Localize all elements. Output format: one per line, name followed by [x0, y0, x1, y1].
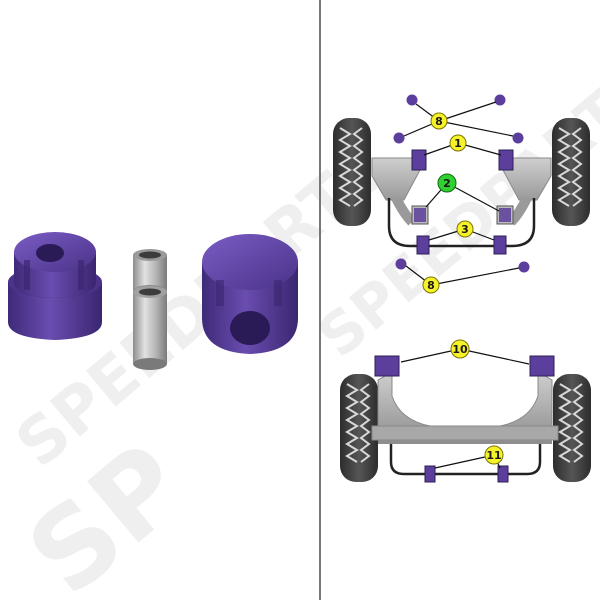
svg-text:8: 8 [427, 279, 435, 292]
rear-left-tire [340, 374, 378, 482]
svg-text:3: 3 [461, 223, 469, 236]
top-mount-bush-3 [393, 132, 405, 144]
arb-bush-right [493, 235, 507, 255]
drop-link-bush-2 [518, 261, 530, 273]
rear-right-tire [553, 374, 591, 482]
rear-leader-lines [400, 348, 530, 469]
top-mount-bush-4 [512, 132, 524, 144]
wishbone-front-bush-left [411, 149, 427, 171]
barrel-bushing [202, 234, 298, 354]
svg-text:2: 2 [443, 177, 451, 190]
callout-2: 2 [437, 173, 457, 193]
rear-axle-diagram: 10 11 [340, 339, 591, 483]
metal-sleeve-lower [133, 286, 167, 370]
callout-10: 10 [450, 339, 470, 359]
callout-3: 3 [456, 220, 474, 238]
top-mount-bush-1 [406, 94, 418, 106]
arb-bush-left [416, 235, 430, 255]
callout-1: 1 [449, 134, 467, 152]
svg-text:1: 1 [454, 137, 462, 150]
front-right-tire [552, 118, 590, 226]
drop-link-bush-1 [395, 258, 407, 270]
front-anti-roll-bar [387, 198, 536, 248]
rear-arb-bush-left [424, 465, 436, 483]
left-arm-link [391, 195, 416, 226]
wishbone-front-bush-right [498, 149, 514, 171]
product-photo [8, 232, 298, 370]
front-axle-diagram: 8 1 2 3 8 [333, 94, 590, 294]
rear-anti-roll-bar [389, 444, 542, 476]
svg-text:8: 8 [435, 115, 443, 128]
top-mount-bush-2 [494, 94, 506, 106]
rear-arb-bush-right [497, 465, 509, 483]
rear-arm-bush-right [529, 355, 555, 377]
stepped-bushing [8, 232, 102, 340]
callout-11: 11 [484, 445, 504, 465]
callout-8-bottom: 8 [422, 276, 440, 294]
front-left-tire [333, 118, 371, 226]
rear-trailing-arms [377, 371, 553, 431]
svg-text:11: 11 [486, 449, 501, 462]
rear-arm-bush-left [374, 355, 400, 377]
callout-8-top: 8 [430, 112, 448, 130]
rear-cross-beam [371, 425, 559, 441]
svg-text:10: 10 [452, 343, 468, 356]
